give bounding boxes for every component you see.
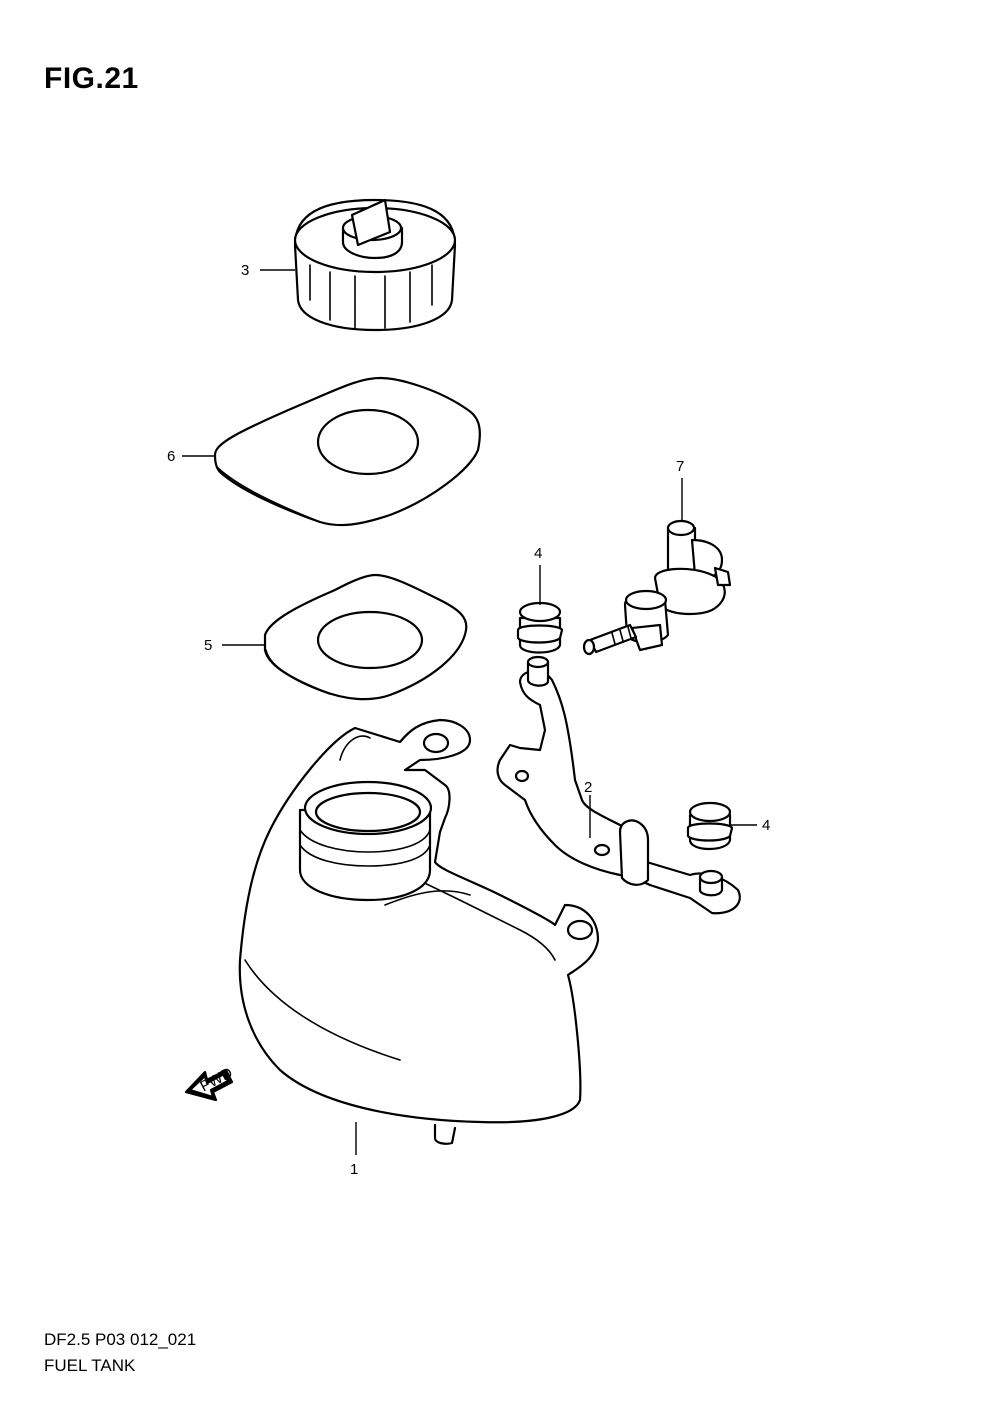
fuel-cap[interactable] [293, 198, 457, 332]
leader-lines [182, 269, 757, 1155]
callout-4-lower: 4 [762, 817, 770, 834]
forward-direction-marker: FWD [184, 1064, 236, 1102]
figure-title: FIG.21 [44, 62, 139, 95]
grommet-upper[interactable] [516, 601, 564, 654]
cap-gasket-plate[interactable] [213, 376, 481, 527]
fuel-bracket[interactable] [496, 655, 741, 915]
figure-name: FUEL TANK [44, 1356, 136, 1375]
fuel-cock[interactable] [582, 519, 732, 656]
grommet-lower[interactable] [686, 801, 734, 851]
callout-5: 5 [204, 637, 212, 654]
callout-7: 7 [676, 458, 684, 475]
tank-gasket[interactable] [263, 573, 468, 701]
callout-3: 3 [241, 262, 249, 279]
callout-4-upper: 4 [534, 545, 542, 562]
fuel-tank[interactable] [238, 718, 600, 1145]
callout-2: 2 [584, 779, 592, 796]
callout-6: 6 [167, 448, 175, 465]
callout-1: 1 [350, 1161, 358, 1178]
figure-code: DF2.5 P03 012_021 [44, 1330, 197, 1349]
